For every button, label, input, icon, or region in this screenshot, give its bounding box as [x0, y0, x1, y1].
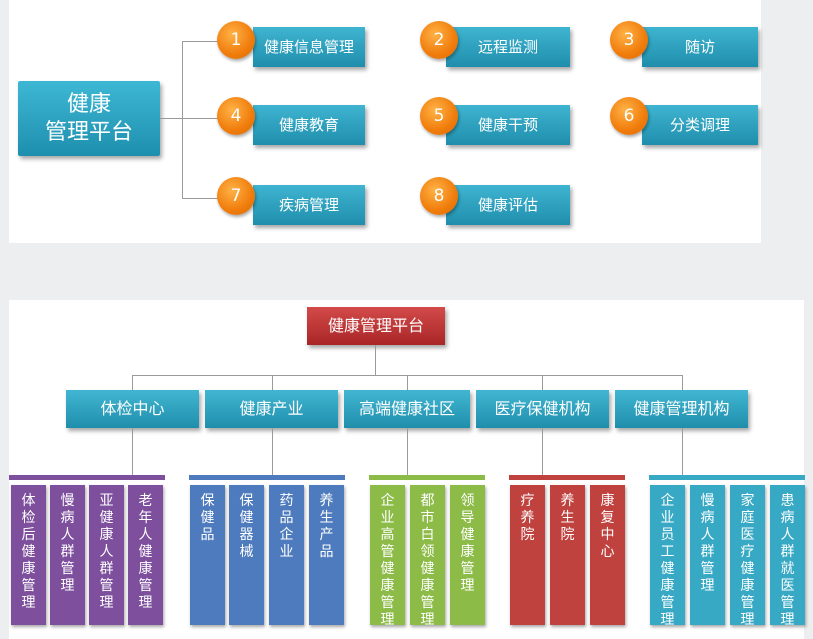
leaf-label: 领导健康管理 — [460, 493, 475, 594]
leaf-label: 慢病人群管理 — [700, 493, 715, 594]
leaf-label: 养生院 — [560, 493, 575, 543]
leaf-node: 疗养院 — [510, 485, 545, 625]
leaf-node: 慢病人群管理 — [50, 485, 85, 625]
group-strip-2 — [189, 475, 345, 480]
leaf-node: 亚健康人群管理 — [89, 485, 124, 625]
service-label: 健康干预 — [477, 116, 538, 134]
service-label: 随访 — [684, 38, 715, 56]
leaf-label: 患病人群就医管理 — [780, 493, 795, 628]
group-strip-3 — [369, 475, 485, 480]
leaf-node: 领导健康管理 — [450, 485, 485, 625]
category-box-3: 高端健康社区 — [344, 390, 470, 428]
service-label: 分类调理 — [669, 116, 730, 134]
leaf-node: 体检后健康管理 — [11, 485, 46, 625]
leaf-label: 保健器械 — [239, 493, 254, 560]
leaf-node: 保健品 — [190, 485, 225, 625]
leaf-label: 体检后健康管理 — [21, 493, 36, 611]
leaf-node: 家庭医疗健康管理 — [730, 485, 765, 628]
leaf-node: 都市白领健康管理 — [410, 485, 445, 628]
number-badge-3: 3 — [610, 21, 648, 59]
number-badge-6: 6 — [610, 97, 648, 135]
service-label: 疾病管理 — [278, 196, 339, 214]
leaf-node: 保健器械 — [229, 485, 264, 625]
service-box-7: 疾病管理 — [253, 185, 365, 225]
leaf-label: 老年人健康管理 — [138, 493, 153, 611]
connector-line — [375, 345, 376, 375]
connector-line — [682, 428, 683, 475]
platform-title-line1: 健康 — [66, 91, 111, 117]
leaf-node: 养生产品 — [309, 485, 344, 625]
connector-line — [132, 428, 133, 475]
service-box-2: 远程监测 — [446, 27, 570, 67]
connector-line — [542, 428, 543, 475]
number-badge-2: 2 — [420, 21, 458, 59]
leaf-label: 药品企业 — [279, 493, 294, 560]
leaf-node: 企业高管健康管理 — [370, 485, 405, 628]
leaf-label: 亚健康人群管理 — [99, 493, 114, 611]
number-badge-7: 7 — [217, 177, 255, 215]
leaf-label: 养生产品 — [319, 493, 334, 560]
leaf-node: 药品企业 — [269, 485, 304, 625]
connector-line — [682, 375, 683, 390]
leaf-node: 企业员工健康管理 — [650, 485, 685, 628]
service-box-8: 健康评估 — [446, 185, 570, 225]
connector-line — [407, 375, 408, 390]
platform-box: 健康 管理平台 — [18, 81, 160, 156]
service-label: 健康教育 — [278, 116, 339, 134]
connector-line — [272, 375, 273, 390]
number-badge-8: 8 — [420, 177, 458, 215]
connector-line — [272, 428, 273, 475]
connector-line — [182, 41, 183, 199]
service-label: 健康信息管理 — [263, 38, 354, 56]
service-box-4: 健康教育 — [253, 105, 365, 145]
leaf-node: 康复中心 — [590, 485, 625, 625]
number-badge-4: 4 — [217, 97, 255, 135]
service-label: 健康评估 — [477, 196, 538, 214]
connector-line — [542, 375, 543, 390]
category-box-2: 健康产业 — [205, 390, 338, 428]
category-box-1: 体检中心 — [66, 390, 199, 428]
leaf-label: 疗养院 — [520, 493, 535, 543]
leaf-label: 企业员工健康管理 — [660, 493, 675, 628]
number-badge-1: 1 — [217, 21, 255, 59]
connector-line — [182, 198, 222, 199]
platform-title-line2: 管理平台 — [44, 119, 133, 145]
leaf-label: 企业高管健康管理 — [380, 493, 395, 628]
connector-line — [182, 41, 222, 42]
service-box-6: 分类调理 — [642, 105, 758, 145]
service-label: 远程监测 — [477, 38, 538, 56]
leaf-label: 康复中心 — [600, 493, 615, 560]
connector-line — [182, 118, 222, 119]
service-box-5: 健康干预 — [446, 105, 570, 145]
group-strip-1 — [9, 475, 165, 480]
connector-line — [407, 428, 408, 475]
leaf-label: 慢病人群管理 — [60, 493, 75, 594]
connector-line — [160, 118, 182, 119]
connector-line — [132, 375, 133, 390]
group-strip-4 — [509, 475, 625, 480]
leaf-node: 养生院 — [550, 485, 585, 625]
leaf-label: 保健品 — [200, 493, 215, 543]
leaf-node: 慢病人群管理 — [690, 485, 725, 625]
leaf-node: 患病人群就医管理 — [770, 485, 805, 628]
service-box-1: 健康信息管理 — [253, 27, 365, 67]
leaf-label: 都市白领健康管理 — [420, 493, 435, 628]
service-box-3: 随访 — [642, 27, 758, 67]
leaf-label: 家庭医疗健康管理 — [740, 493, 755, 628]
category-box-5: 健康管理机构 — [615, 390, 748, 428]
root-node: 健康管理平台 — [307, 307, 445, 345]
group-strip-5 — [649, 475, 805, 480]
category-box-4: 医疗保健机构 — [476, 390, 609, 428]
leaf-node: 老年人健康管理 — [128, 485, 163, 625]
number-badge-5: 5 — [420, 97, 458, 135]
